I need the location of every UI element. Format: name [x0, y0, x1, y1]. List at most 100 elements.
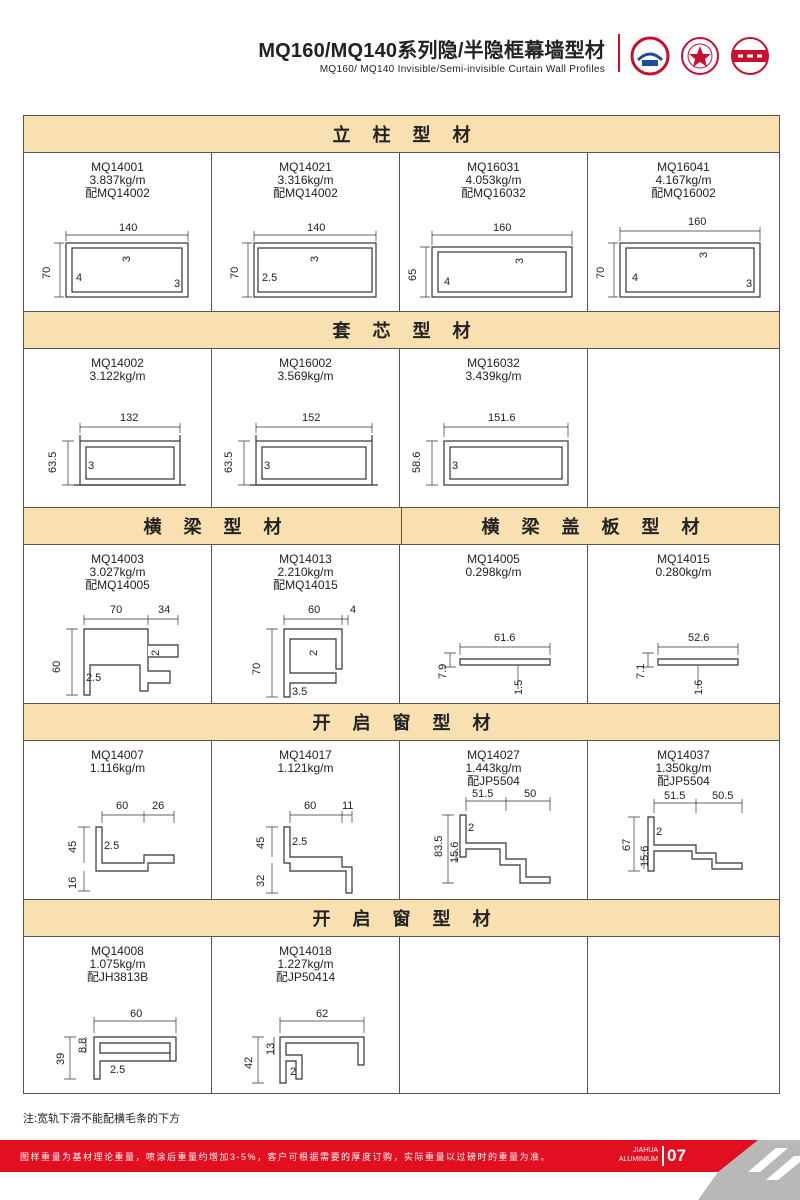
profile-drawing: 51.5 50.5 67 15.6 2	[621, 790, 743, 872]
empty-cell	[588, 937, 779, 1093]
dim-a: 3	[698, 252, 710, 258]
section-label: 开启窗型材	[312, 909, 513, 929]
dim-height: 39	[55, 1053, 67, 1065]
dim-height: 45	[255, 837, 267, 849]
section-band: 立柱型材	[24, 116, 779, 153]
dim-height: 63.5	[223, 452, 235, 473]
section-label: 套芯型材	[332, 321, 493, 341]
dim-height2: 15.6	[639, 846, 651, 867]
dim-width: 132	[120, 412, 138, 424]
empty-cell	[400, 937, 588, 1093]
profile-weight: 3.027kg/m	[89, 565, 146, 579]
profile-code: MQ14018	[279, 944, 332, 958]
profile-code: MQ14008	[91, 944, 144, 958]
profile-pair: 配JP50414	[275, 970, 336, 984]
section-band: 横梁型材 横梁盖板型材	[24, 508, 779, 545]
page-header: MQ160/MQ140系列隐/半隐框幕墙型材 MQ160/ MQ140 Invi…	[0, 0, 800, 100]
profile-pair: 配MQ14002	[85, 186, 150, 200]
cqm-certification-icon	[731, 37, 769, 75]
profile-drawing: 51.5 50 83.5 15.6 2	[433, 788, 551, 884]
profile-pair: 配MQ14005	[85, 578, 150, 592]
dim-height: 70	[229, 267, 241, 279]
dim-a: 3	[264, 460, 270, 472]
profile-code: MQ14027	[467, 748, 520, 762]
dim-width2: 11	[342, 800, 353, 812]
footnote: 注:宽轨下滑不能配横毛条的下方	[23, 1113, 181, 1125]
page-number: 07	[667, 1146, 686, 1165]
profile-pair: 配JP5504	[657, 774, 710, 788]
dim-a: 2.5	[110, 1064, 125, 1076]
profile-weight: 4.167kg/m	[655, 173, 712, 187]
profile-pair: 配MQ16032	[461, 186, 526, 200]
profile-weight: 0.280kg/m	[655, 565, 712, 579]
footer-bar: 图样重量为基材理论重量，喷涂后重量约增加3-5%，客户可根据需要的厚度订购，实际…	[0, 1140, 800, 1200]
dim-a: 2.5	[292, 836, 307, 848]
dim-a: 3	[121, 256, 133, 262]
profile-code: MQ14013	[279, 552, 332, 566]
profile-weight: 1.116kg/m	[89, 761, 146, 775]
profile-code: MQ14017	[279, 748, 332, 762]
dim-a: 2	[150, 650, 162, 656]
profile-code: MQ14015	[657, 552, 710, 566]
brand-line-1: JIAHUA	[633, 1147, 658, 1154]
profile-code: MQ14021	[279, 160, 332, 174]
footer-disclaimer: 图样重量为基材理论重量，喷涂后重量约增加3-5%，客户可根据需要的厚度订购，实际…	[20, 1152, 552, 1162]
certification-seal-icon	[681, 37, 719, 75]
dim-height: 45	[67, 841, 79, 853]
profile-code: MQ16002	[279, 356, 332, 370]
dim-a: 2	[290, 1066, 296, 1078]
page-subtitle: MQ160/ MQ140 Invisible/Semi-invisible Cu…	[319, 64, 605, 75]
footer-stripes-icon	[698, 1140, 800, 1200]
dim-height: 42	[243, 1057, 255, 1069]
dim-height: 58.6	[411, 452, 423, 473]
section-band: 套芯型材	[24, 312, 779, 349]
dim-width: 152	[302, 412, 320, 424]
footer-divider	[662, 1146, 664, 1166]
dim-width: 140	[307, 222, 325, 234]
profile-weight: 1.227kg/m	[277, 957, 334, 971]
dim-height: 70	[595, 267, 607, 279]
profile-weight: 1.443kg/m	[465, 761, 522, 775]
dim-height2: 8.8	[77, 1038, 89, 1053]
dim-height: 70	[251, 663, 263, 675]
dim-height: 67	[621, 839, 633, 851]
dim-b: 4	[444, 276, 450, 288]
dim-height: 65	[407, 269, 419, 281]
profile-code: MQ14003	[91, 552, 144, 566]
dim-a: 2	[468, 822, 474, 834]
dim-width2: 50	[524, 788, 536, 800]
dim-c: 3	[174, 278, 180, 290]
profile-code: MQ16032	[467, 356, 520, 370]
profile-weight: 3.439kg/m	[465, 369, 522, 383]
profile-pair: 配JP5504	[467, 774, 520, 788]
profile-code: MQ14007	[91, 748, 144, 762]
section-label: 立柱型材	[332, 125, 493, 145]
dim-width: 51.5	[472, 788, 493, 800]
profile-code: MQ14037	[657, 748, 710, 762]
profile-drawing: 60 4 70 2 3.5	[251, 604, 356, 698]
profile-pair: 配MQ14002	[273, 186, 338, 200]
profile-pair: 配MQ16002	[651, 186, 716, 200]
profile-code: MQ16031	[467, 160, 520, 174]
profile-drawing: 160 70 3 4 3	[595, 216, 761, 298]
dim-b: 2.5	[86, 672, 101, 684]
dim-height: 7.1	[635, 664, 647, 679]
dim-width: 52.6	[688, 632, 709, 644]
profile-weight: 1.075kg/m	[89, 957, 146, 971]
profile-drawing: 60 26 45 16 2.5	[67, 800, 175, 892]
profile-drawing: 52.6 7.1 1.6	[635, 632, 739, 695]
dim-width2: 26	[152, 800, 164, 812]
dim-c: 3	[746, 278, 752, 290]
